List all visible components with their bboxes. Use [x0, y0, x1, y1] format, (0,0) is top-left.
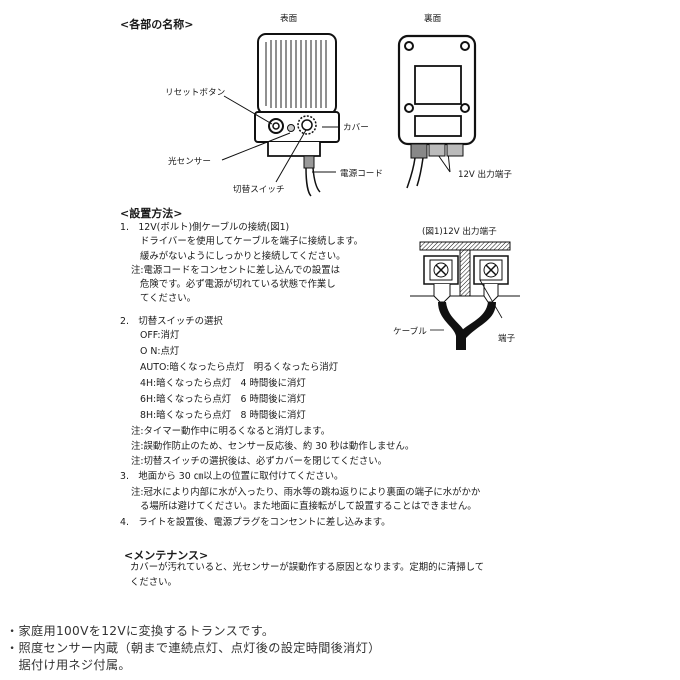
step2-note: 注:誤動作防止のため、センサー反応後、約 30 秒は動作しません。	[131, 441, 415, 452]
back-view-label: 裏面	[424, 14, 442, 24]
step1-note: 注:電源コードをコンセントに差し込んでの設置は	[131, 265, 340, 276]
step2-note: 注:切替スイッチの選択後は、必ずカバーを閉じてください。	[131, 456, 388, 467]
switch-mode: OFF:消灯	[140, 330, 180, 341]
switch-mode: 6H:暗くなったら点灯 6 時間後に消灯	[140, 394, 306, 405]
switch-mode: O N:点灯	[140, 346, 180, 357]
callout-output-terminal: 12V 出力端子	[458, 170, 512, 180]
installation-heading: <設置方法>	[120, 207, 183, 220]
figure1-terminal-illustration	[410, 241, 520, 350]
feature-line: ・照度センサー内蔵（朝まで連続点灯、点灯後の設定時間後消灯）	[6, 641, 381, 655]
figure1-terminal-label: 端子	[498, 334, 516, 344]
step4-title: 4. ライトを設置後、電源プラグをコンセントに差し込みます。	[120, 517, 391, 528]
callout-power-cord: 電源コード	[340, 169, 383, 179]
parts-heading: <各部の名称>	[120, 18, 194, 31]
switch-mode: 8H:暗くなったら点灯 8 時間後に消灯	[140, 410, 306, 421]
switch-mode: 4H:暗くなったら点灯 4 時間後に消灯	[140, 378, 306, 389]
callout-cover: カバー	[343, 123, 369, 133]
callout-switch: 切替スイッチ	[233, 185, 285, 195]
step1-title: 1. 12V(ボルト)側ケーブルの接続(図1)	[120, 222, 290, 233]
maintenance-line: カバーが汚れていると、光センサーが誤動作する原因となります。定期的に清掃して	[130, 562, 485, 573]
step3-note: 注:冠水により内部に水が入ったり、雨水等の跳ね返りにより裏面の端子に水がかか	[131, 487, 481, 498]
callout-light-sensor: 光センサー	[168, 157, 211, 167]
switch-mode: AUTO:暗くなったら点灯 明るくなったら消灯	[140, 362, 339, 373]
figure1-caption: (図1)12V 出力端子	[422, 227, 497, 237]
step2-note: 注:タイマー動作中に明るくなると消灯します。	[131, 426, 331, 437]
step1-note: 危険です。必ず電源が切れている状態で作業し	[140, 279, 336, 290]
step1-line: 緩みがないようにしっかりと接続してください。	[140, 251, 346, 262]
back-device-illustration	[397, 34, 477, 189]
step1-line: ドライバーを使用してケーブルを端子に接続します。	[140, 236, 364, 247]
maintenance-line: ください。	[130, 577, 177, 588]
step3-title: 3. 地面から 30 ㎝以上の位置に取付けてください。	[120, 471, 344, 482]
feature-line: ・家庭用100Vを12Vに変換するトランスです。	[6, 624, 275, 638]
step2-title: 2. 切替スイッチの選択	[120, 316, 223, 327]
maintenance-heading: <メンテナンス>	[124, 549, 209, 562]
feature-line: 据付け用ネジ付属。	[6, 658, 131, 672]
callout-reset-button: リセットボタン	[165, 88, 226, 98]
step3-note: る場所は避けてください。また地面に直接転がして設置することはできません。	[140, 501, 477, 512]
front-view-label: 表面	[280, 14, 298, 24]
figure1-cable-label: ケーブル	[393, 327, 427, 337]
front-device-illustration	[254, 33, 340, 197]
step1-note: てください。	[140, 293, 196, 304]
